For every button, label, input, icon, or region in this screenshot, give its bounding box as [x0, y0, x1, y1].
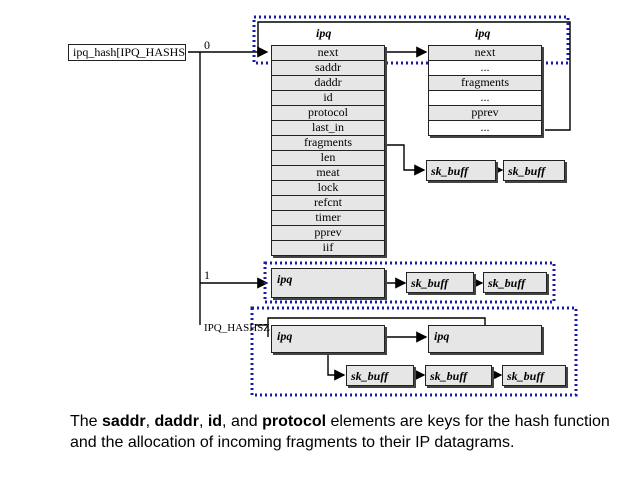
ipq-second-field: fragments	[428, 75, 542, 91]
caption-key-protocol: protocol	[262, 413, 327, 430]
ipq-main-field: fragments	[271, 135, 385, 151]
bucket-index-0: 0	[204, 38, 210, 52]
caption-text-5: elements are keys for the hash function …	[70, 413, 610, 451]
ipq-row1: ipq	[271, 268, 385, 298]
ipq-main-title: ipq	[316, 26, 332, 40]
sk-buff-last-2: sk_buff	[425, 365, 492, 386]
caption-key-daddr: daddr	[154, 413, 199, 430]
ipq-main-field: pprev	[271, 225, 385, 241]
caption-text-2: ,	[145, 413, 155, 430]
caption-text-1: The	[70, 413, 103, 430]
caption: The saddr, daddr, id, and protocol eleme…	[70, 411, 630, 453]
ipq-last-b: ipq	[428, 325, 542, 353]
ipq-second-field: ...	[428, 120, 542, 136]
ipq-main-field: next	[271, 45, 385, 61]
sk-buff-row1-1: sk_buff	[406, 272, 474, 293]
ipq-second-field: pprev	[428, 105, 542, 121]
ipq-last-a: ipq	[271, 325, 385, 353]
caption-text-4: , and	[222, 413, 263, 430]
ipq-main-field: meat	[271, 165, 385, 181]
ipq-main-field: refcnt	[271, 195, 385, 211]
ipq-main-field: last_in	[271, 120, 385, 136]
caption-key-id: id	[207, 413, 223, 430]
bucket-index-1: 1	[204, 268, 210, 282]
sk-buff-last-1: sk_buff	[346, 365, 414, 386]
ipq-main-field: iif	[271, 240, 385, 256]
ipq-second-field: ...	[428, 60, 542, 76]
highlight-frame-row1	[263, 261, 556, 304]
sk-buff-row0-1: sk_buff	[426, 160, 496, 181]
ipq-second-title: ipq	[475, 26, 491, 40]
ipq-main-field: len	[271, 150, 385, 166]
ipq-main-field: id	[271, 90, 385, 106]
sk-buff-last-3: sk_buff	[502, 365, 566, 386]
hash-table-label: ipq_hash[IPQ_HASHSZ]	[68, 44, 186, 61]
bucket-index-last: IPQ_HASHSZ	[204, 322, 271, 334]
ipq-second-field: next	[428, 45, 542, 61]
ipq-main-field: saddr	[271, 60, 385, 76]
caption-key-saddr: saddr	[102, 413, 146, 430]
ipq-main-field: lock	[271, 180, 385, 196]
highlight-frame-last	[250, 306, 578, 397]
sk-buff-row1-2: sk_buff	[483, 272, 547, 293]
caption-text-3: ,	[198, 413, 208, 430]
ipq-main-field: timer	[271, 210, 385, 226]
ipq-main-field: daddr	[271, 75, 385, 91]
ipq-second-field: ...	[428, 90, 542, 106]
ipq-main-field: protocol	[271, 105, 385, 121]
sk-buff-row0-2: sk_buff	[503, 160, 565, 181]
highlight-frame-top	[252, 15, 570, 65]
